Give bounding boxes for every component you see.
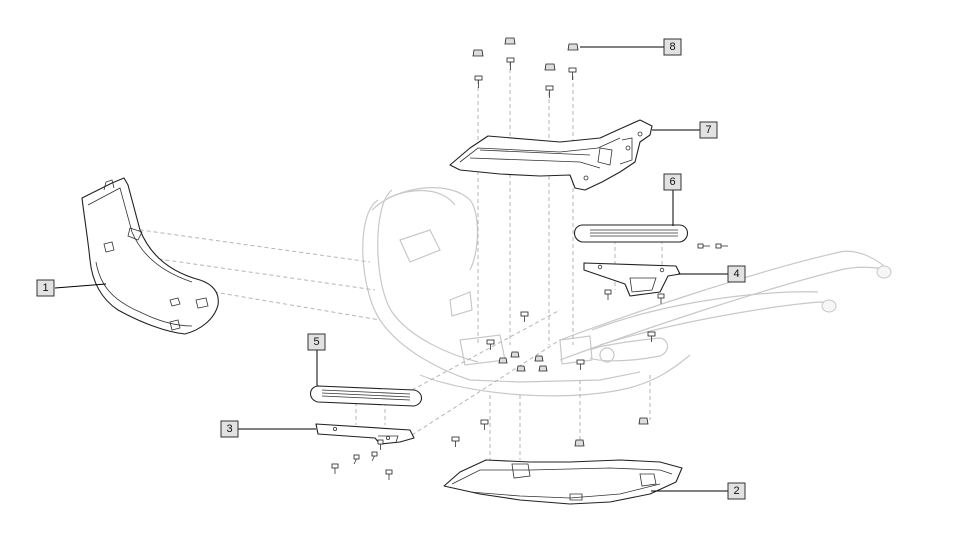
- bolt: [520, 311, 529, 322]
- bolt: [506, 57, 515, 70]
- callout-2-label: 2: [733, 485, 739, 497]
- part-5-left-footboard: [309, 385, 423, 407]
- bolt: [576, 359, 585, 370]
- callout-6: 6: [663, 173, 682, 226]
- callout-6-label: 6: [669, 176, 675, 188]
- part-3-left-bracket: [315, 423, 415, 445]
- bolt: [545, 85, 554, 98]
- part-4-right-bracket: [583, 262, 681, 297]
- nut: [510, 351, 520, 358]
- nut: [504, 37, 516, 45]
- nut: [516, 365, 526, 372]
- callout-5: 5: [307, 333, 326, 386]
- bolt: [377, 439, 384, 450]
- bolt: [715, 243, 728, 249]
- callout-3-label: 3: [226, 423, 232, 435]
- bolt: [474, 75, 483, 88]
- bolt: [647, 331, 656, 342]
- bolt: [385, 469, 393, 480]
- bolt: [604, 289, 612, 300]
- callout-5-label: 5: [313, 336, 319, 348]
- nut: [472, 49, 484, 57]
- part-6-right-footboard: [573, 224, 689, 243]
- nut: [567, 43, 579, 51]
- callout-2: 2: [651, 482, 746, 500]
- bolt: [331, 463, 339, 474]
- callout-8: 8: [580, 38, 682, 56]
- bolt: [568, 67, 577, 80]
- callout-4: 4: [678, 265, 746, 283]
- part-7-seat-panel: [449, 119, 653, 191]
- bolt: [353, 454, 360, 465]
- callout-1-label: 1: [42, 282, 48, 294]
- callout-3: 3: [220, 420, 316, 438]
- assembly-guide-lines: [104, 62, 663, 460]
- nut: [498, 357, 508, 364]
- callout-7-label: 7: [705, 124, 711, 136]
- nut: [534, 355, 544, 362]
- nut: [638, 417, 649, 425]
- frame-ghost-outline: [362, 187, 892, 397]
- callout-8-label: 8: [669, 41, 675, 53]
- part-2-lower-panel: [443, 459, 683, 505]
- nut: [574, 439, 585, 447]
- bolt: [371, 451, 378, 462]
- bolt: [451, 436, 460, 447]
- fasteners: [331, 37, 728, 480]
- callout-7: 7: [652, 121, 718, 139]
- nut: [544, 63, 556, 71]
- bolt: [486, 339, 495, 350]
- bolt: [697, 243, 710, 249]
- callout-1: 1: [36, 279, 107, 297]
- bolt: [657, 293, 665, 304]
- bolt: [480, 419, 489, 430]
- part-1-front-cover: [81, 177, 219, 335]
- nut: [538, 365, 548, 372]
- callout-4-label: 4: [733, 268, 739, 280]
